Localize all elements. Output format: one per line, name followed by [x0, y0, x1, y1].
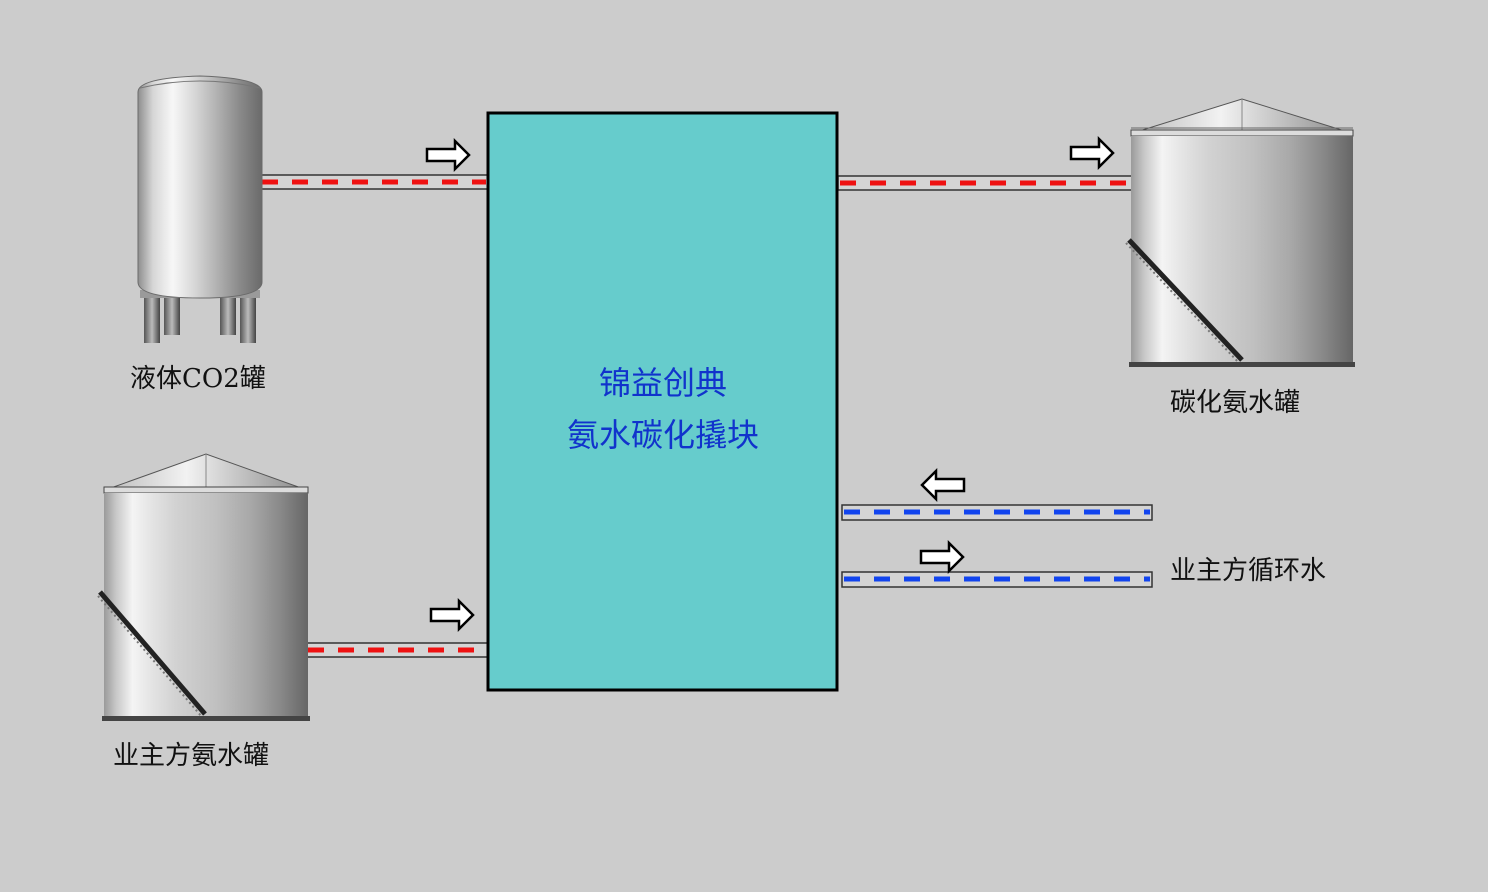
pipe-co2-to-skid — [259, 174, 489, 190]
co2-tank-vessel — [137, 75, 263, 343]
flow-arrow-right-icon — [425, 137, 471, 173]
pipe-skid-to-carbonized-tank — [837, 175, 1133, 191]
flow-arrow-right-icon — [1069, 135, 1115, 171]
owner-ammonia-tank — [97, 453, 310, 721]
pipe-ammonia-tank-to-skid — [305, 642, 489, 658]
co2-tank-label: 液体CO2罐 — [130, 364, 266, 394]
skid-title-line1: 锦益创典 — [598, 364, 727, 402]
flow-arrow-left-icon — [920, 467, 966, 503]
carbonized-tank-label: 碳化氨水罐 — [1170, 388, 1301, 418]
pipe-cooling-water-return — [841, 504, 1153, 521]
pipe-cooling-water-supply — [841, 571, 1153, 588]
carbonized-ammonia-tank — [1125, 98, 1355, 367]
flow-arrow-right-icon — [919, 539, 965, 575]
owner-ammonia-tank-label: 业主方氨水罐 — [113, 741, 270, 771]
carbonization-skid — [486, 111, 839, 692]
skid-title-line2: 氨水碳化撬块 — [566, 416, 759, 454]
flow-arrow-right-icon — [429, 597, 475, 633]
cooling-water-label: 业主方循环水 — [1170, 556, 1327, 586]
